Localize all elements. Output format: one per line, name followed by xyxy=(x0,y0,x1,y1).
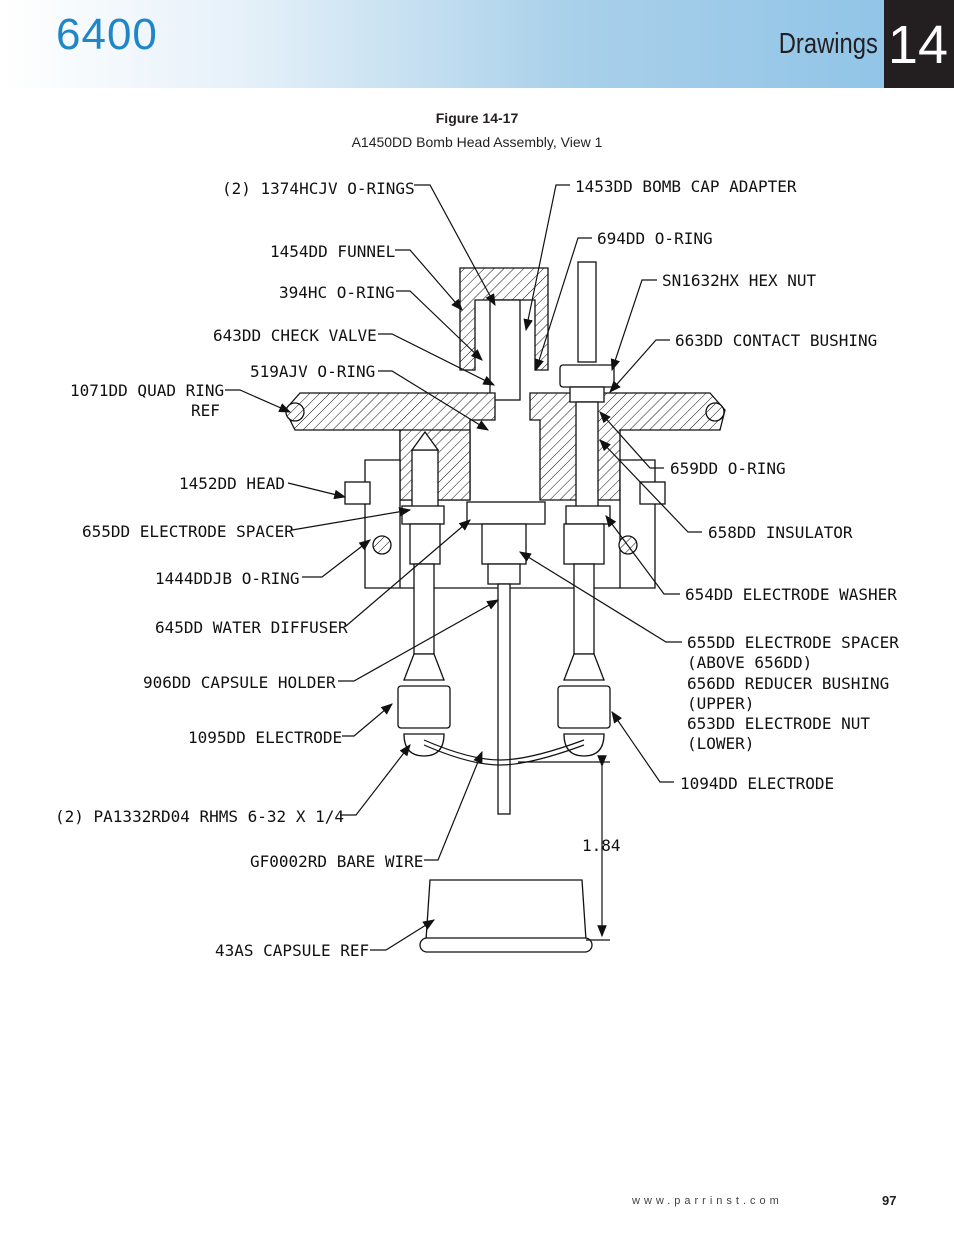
footer-url[interactable]: www.parrinst.com xyxy=(632,1195,783,1207)
callout-lower: (LOWER) xyxy=(687,734,754,753)
section-title: Drawings xyxy=(778,28,878,60)
callout-bare-wire: GF0002RD BARE WIRE xyxy=(250,852,423,871)
callout-1444ddjb: 1444DDJB O-RING xyxy=(155,569,300,588)
figure-label: Figure 14-17 xyxy=(435,110,519,126)
chapter-number: 14 xyxy=(887,15,948,75)
hex-nut xyxy=(559,364,615,388)
callout-capsule-holder: 906DD CAPSULE HOLDER xyxy=(143,673,336,692)
dimension-value: 1.84 xyxy=(582,836,621,855)
callout-electrode-spacer-right: 655DD ELECTRODE SPACER xyxy=(687,633,899,652)
callout-above-656dd: (ABOVE 656DD) xyxy=(687,653,812,672)
callout-659dd: 659DD O-RING xyxy=(670,459,786,478)
right-electrode-upper xyxy=(563,523,605,565)
callout-oring-1374: (2) 1374HCJV O-RINGS xyxy=(222,179,415,198)
left-electrode-rod xyxy=(413,563,435,655)
chapter-badge: 14 xyxy=(884,0,954,88)
product-model: 6400 xyxy=(56,10,158,59)
right-terminal-top xyxy=(577,261,597,363)
left-callouts: (2) 1374HCJV O-RINGS 1454DD FUNNEL 394HC… xyxy=(55,179,500,960)
capsule-holder-neck xyxy=(487,563,521,585)
capsule-rim xyxy=(419,937,593,953)
bare-wire xyxy=(423,739,585,761)
right-callouts: 1453DD BOMB CAP ADAPTER 694DD O-RING SN1… xyxy=(518,177,899,855)
callout-head: 1452DD HEAD xyxy=(179,474,285,493)
contact-bushing xyxy=(569,386,605,403)
callout-quad-ring: 1071DD QUAD RING xyxy=(70,381,224,400)
callout-bomb-cap-adapter: 1453DD BOMB CAP ADAPTER xyxy=(575,177,797,196)
capsule-holder-rod xyxy=(497,583,511,815)
callout-water-diffuser: 645DD WATER DIFFUSER xyxy=(155,618,348,637)
callout-check-valve: 643DD CHECK VALVE xyxy=(213,326,377,345)
callout-quad-ring-ref: REF xyxy=(191,401,220,420)
left-electrode-nut xyxy=(397,685,451,729)
right-electrode-rod xyxy=(573,563,595,655)
check-valve-body xyxy=(489,299,521,401)
callout-upper: (UPPER) xyxy=(687,694,754,713)
capsule-holder-body xyxy=(481,523,527,565)
callout-electrode-nut: 653DD ELECTRODE NUT xyxy=(687,714,870,733)
head-side-left xyxy=(344,481,371,505)
oring-left xyxy=(372,535,392,555)
page-header: 6400 Drawings 14 xyxy=(0,0,954,88)
bare-wire-under xyxy=(423,744,585,766)
right-electrode-nut xyxy=(557,685,611,729)
callout-funnel: 1454DD FUNNEL xyxy=(270,242,395,261)
callout-electrode-spacer-left: 655DD ELECTRODE SPACER xyxy=(82,522,294,541)
right-electrode-shaft xyxy=(575,401,599,511)
callout-insulator: 658DD INSULATOR xyxy=(708,523,853,542)
left-electrode-tip xyxy=(410,430,440,451)
quad-ring-right xyxy=(705,402,725,422)
callout-1095dd: 1095DD ELECTRODE xyxy=(188,728,342,747)
callout-519ajv: 519AJV O-RING xyxy=(250,362,375,381)
callout-electrode-washer: 654DD ELECTRODE WASHER xyxy=(685,585,897,604)
callout-capsule: 43AS CAPSULE REF xyxy=(215,941,369,960)
left-electrode-cone xyxy=(403,653,445,681)
callout-694dd: 694DD O-RING xyxy=(597,229,713,248)
figure-caption: A1450DD Bomb Head Assembly, View 1 xyxy=(351,134,603,150)
callout-reducer-bushing: 656DD REDUCER BUSHING xyxy=(687,674,889,693)
left-electrode-spacer xyxy=(401,505,445,525)
water-diffuser xyxy=(466,501,546,525)
page-number: 97 xyxy=(882,1193,897,1208)
callout-hex-nut: SN1632HX HEX NUT xyxy=(662,271,816,290)
callout-contact-bushing: 663DD CONTACT BUSHING xyxy=(675,331,877,350)
right-electrode-spacer xyxy=(565,505,611,525)
right-electrode-cone xyxy=(563,653,605,681)
callout-1094dd: 1094DD ELECTRODE xyxy=(680,774,834,793)
callout-rhms: (2) PA1332RD04 RHMS 6-32 X 1/4 xyxy=(55,807,344,826)
left-electrode-thread xyxy=(411,449,439,511)
head-assembly xyxy=(284,261,726,953)
lower-cup xyxy=(364,459,656,589)
callout-394hc: 394HC O-RING xyxy=(279,283,395,302)
capsule xyxy=(425,879,587,941)
